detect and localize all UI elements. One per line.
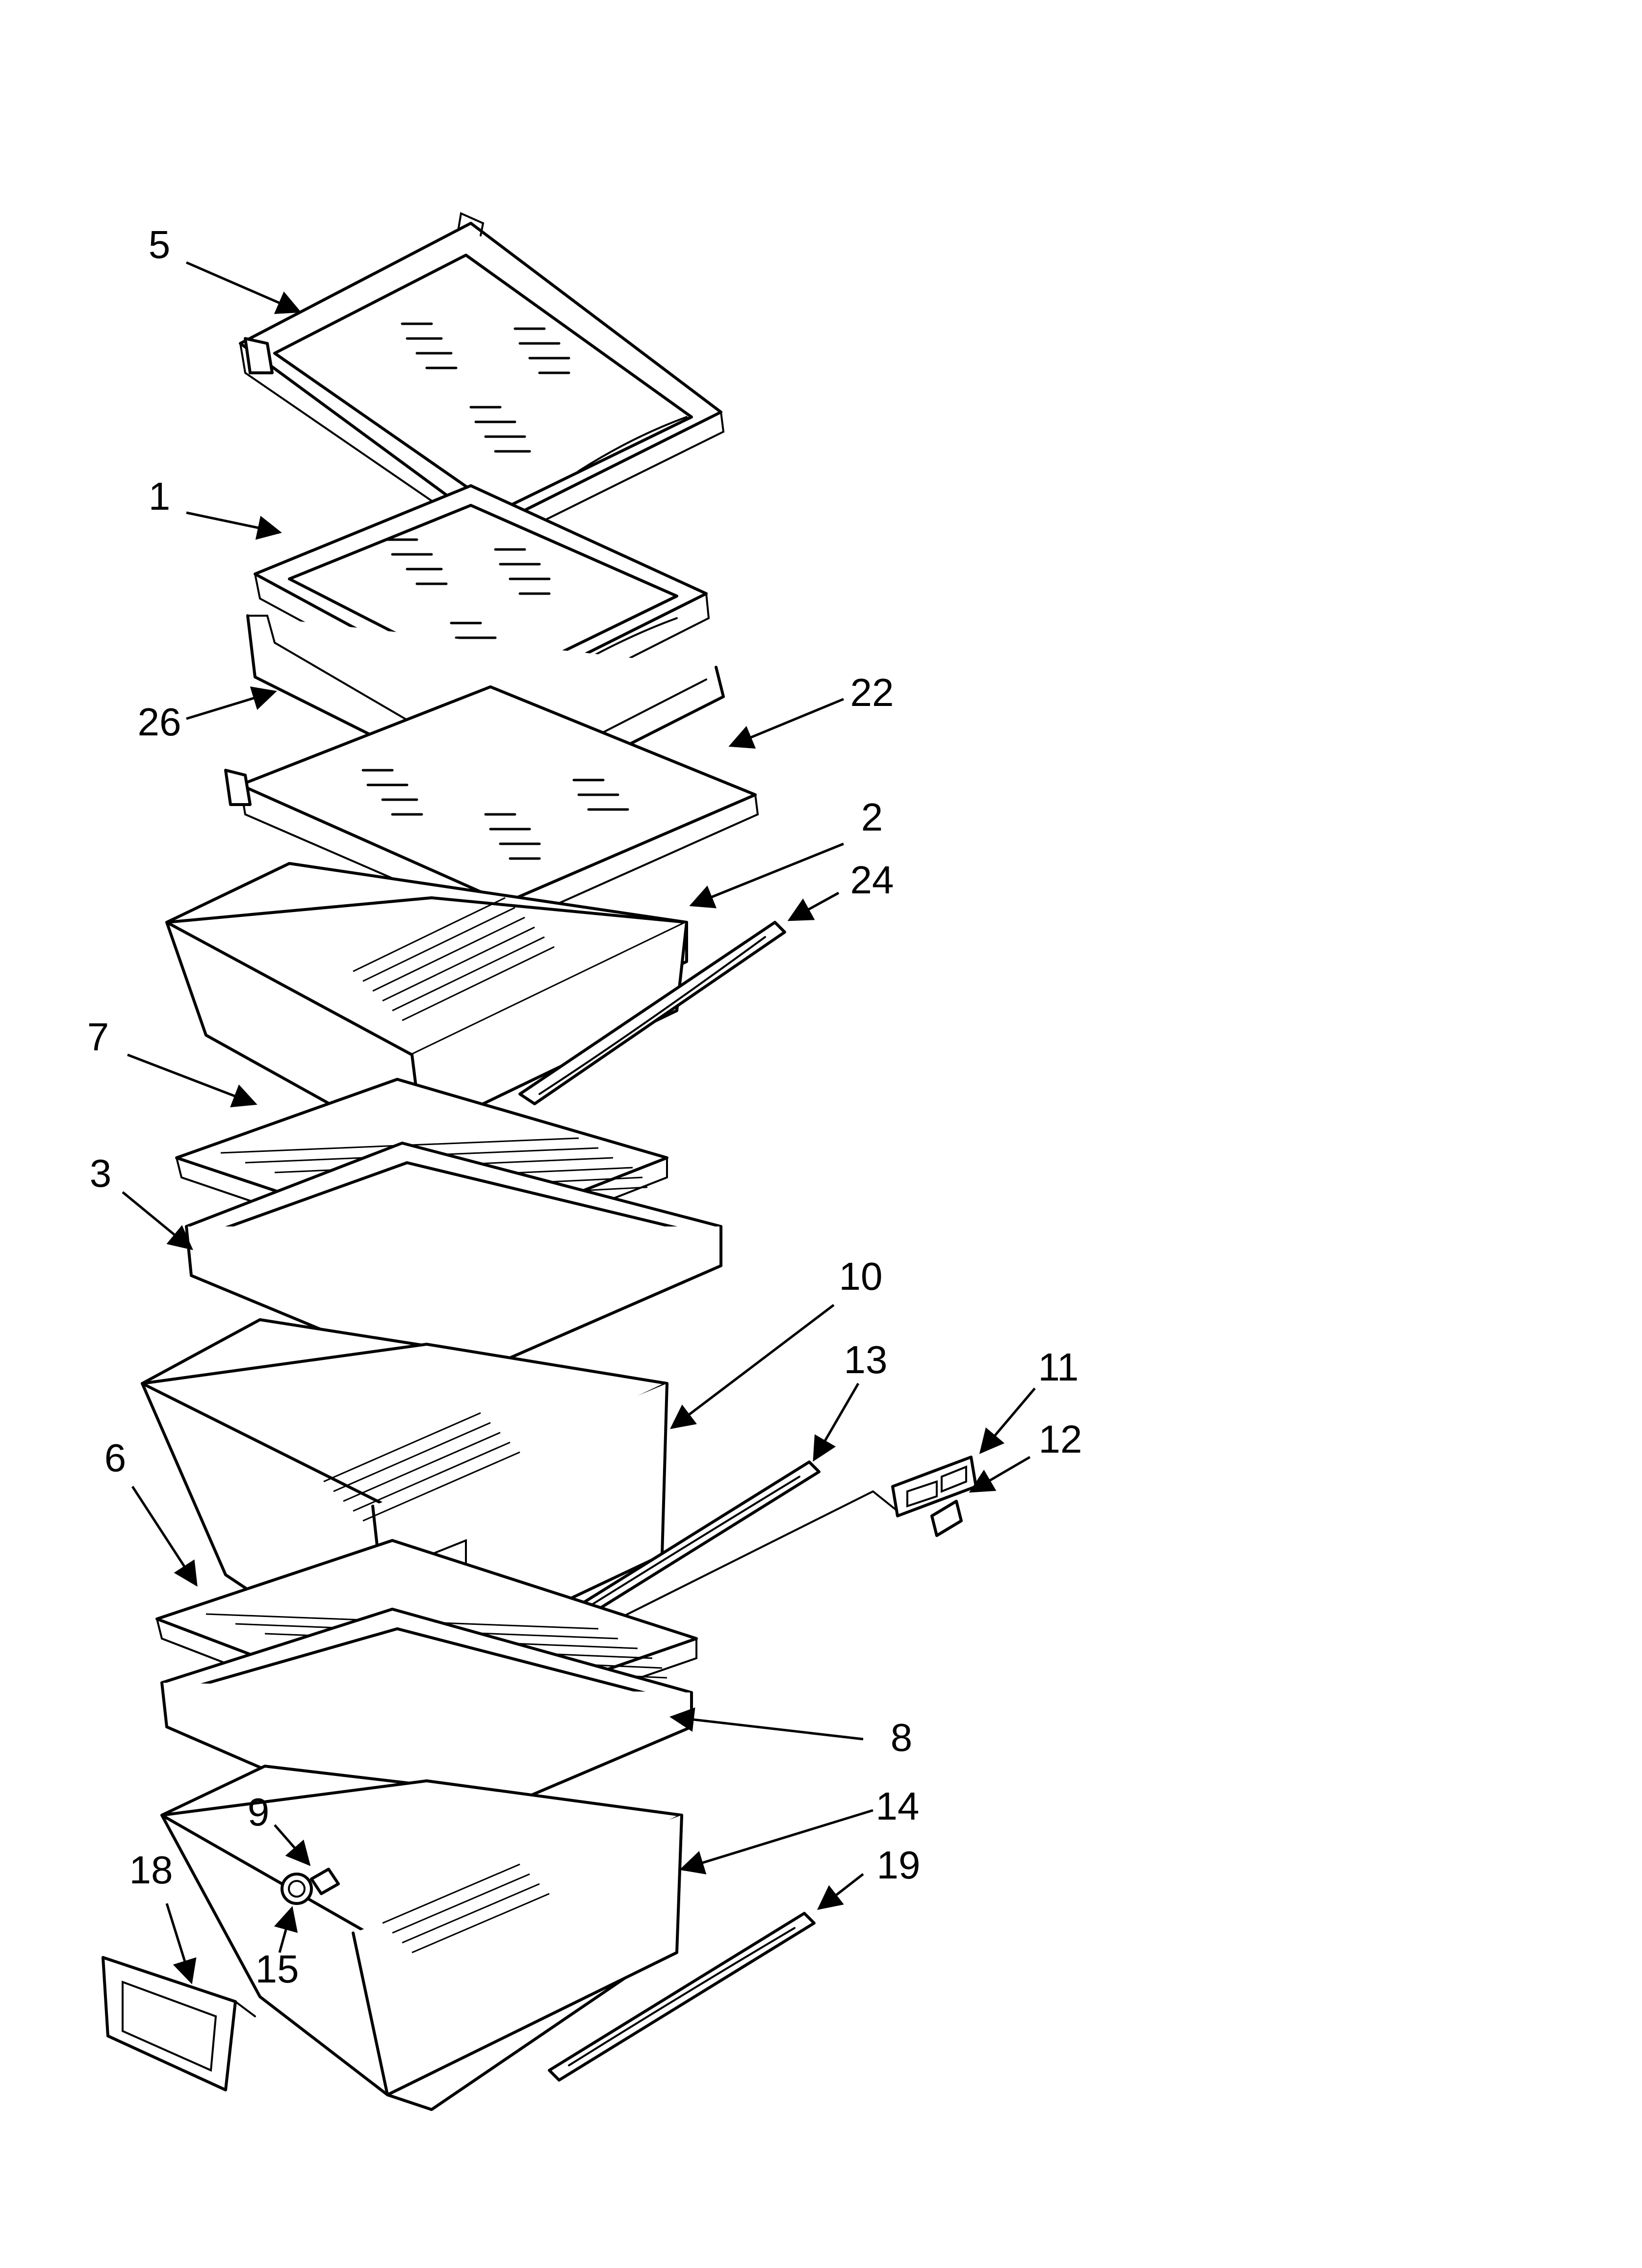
callout-3: 3 [90, 1151, 112, 1195]
cover-19 [548, 1912, 816, 2082]
callout-13: 13 [844, 1338, 888, 1382]
leader-22 [728, 698, 844, 749]
leader-14 [679, 1809, 873, 1875]
callout-12: 12 [1039, 1417, 1082, 1461]
callout-5: 5 [149, 223, 171, 266]
leader-11 [979, 1387, 1036, 1454]
drawer-14 [160, 1765, 683, 2111]
shelf-22 [224, 685, 759, 929]
leader-26 [186, 686, 277, 720]
callout-22: 22 [850, 671, 894, 714]
callout-1: 1 [149, 474, 171, 518]
frame-8 [160, 1608, 693, 1841]
leader-2 [689, 842, 844, 909]
leader-6 [131, 1486, 198, 1587]
leader-10 [670, 1304, 835, 1430]
leader-3 [122, 1191, 193, 1251]
callout-26: 26 [138, 700, 181, 744]
callout-15: 15 [256, 1947, 299, 1991]
leader-lines [122, 261, 1036, 1984]
callout-14: 14 [876, 1784, 920, 1828]
callout-18: 18 [129, 1848, 173, 1892]
callout-7: 7 [87, 1015, 109, 1059]
knob-9-15 [281, 1868, 340, 1905]
callout-labels: 5 1 26 22 2 24 7 3 10 13 11 12 6 8 9 14 … [87, 223, 1082, 1991]
frame-3 [185, 1142, 722, 1385]
callout-2: 2 [861, 795, 883, 839]
callout-6: 6 [104, 1436, 127, 1480]
callout-19: 19 [877, 1843, 921, 1887]
clip-12 [930, 1500, 963, 1537]
callout-10: 10 [839, 1254, 883, 1298]
label-18 [102, 1956, 256, 2091]
callout-9: 9 [248, 1790, 270, 1834]
leader-19 [817, 1873, 864, 1910]
leader-15 [274, 1906, 298, 1953]
leader-12 [969, 1456, 1031, 1493]
clip-11 [891, 1456, 977, 1517]
callout-11: 11 [1038, 1345, 1078, 1389]
leader-13 [813, 1382, 860, 1462]
leader-18 [165, 1903, 197, 1984]
leader-1 [186, 511, 282, 540]
callout-24: 24 [850, 858, 894, 902]
leader-24 [787, 891, 840, 921]
callout-8: 8 [891, 1716, 913, 1759]
leader-7 [127, 1053, 257, 1108]
leader-9 [274, 1824, 311, 1866]
cover-24 [518, 921, 786, 1105]
leader-5 [186, 261, 302, 314]
drawer-2 [165, 862, 688, 1135]
leader-8 [669, 1707, 864, 1741]
